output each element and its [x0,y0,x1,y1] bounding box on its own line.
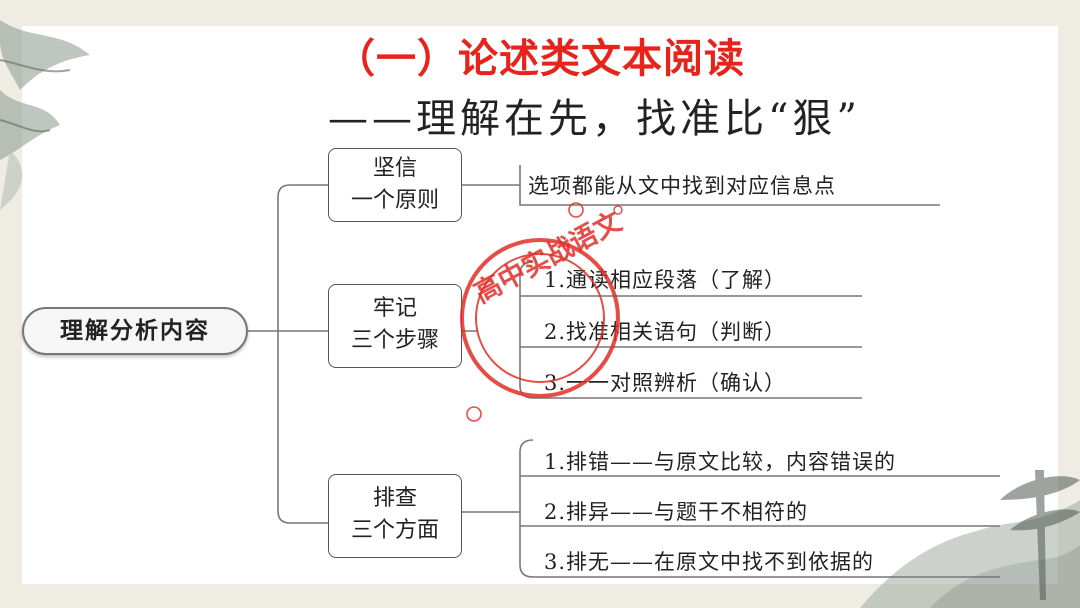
slide-title: （一）论述类文本阅读 [335,36,745,82]
leaf-item: 2.找准相关语句（判断） [544,320,787,344]
branch-subtitle: 一个原则 [350,188,439,213]
branch-title: 排查 [372,486,417,511]
branch-box-aspects: 排查 三个方面 [328,474,462,558]
slide-subtitle: ——理解在先，找准比“狠” [328,96,861,142]
branch-title: 坚信 [372,156,417,181]
leaf-item: 3.一一对照辨析（确认） [544,371,787,395]
branch-subtitle: 三个步骤 [350,328,439,353]
branch-box-principle: 坚信 一个原则 [328,148,462,222]
leaf-item: 1.排错——与原文比较，内容错误的 [544,450,897,474]
leaf-item: 3.排无——在原文中找不到依据的 [544,550,875,574]
leaf-item: 选项都能从文中找到对应信息点 [528,174,836,198]
leaf-item: 2.排异——与题干不相符的 [544,500,809,524]
root-node: 理解分析内容 [22,307,248,355]
branch-subtitle: 三个方面 [350,518,439,543]
branch-title: 牢记 [372,296,417,321]
leaf-item: 1.通读相应段落（了解） [544,268,787,292]
branch-box-steps: 牢记 三个步骤 [328,284,462,368]
